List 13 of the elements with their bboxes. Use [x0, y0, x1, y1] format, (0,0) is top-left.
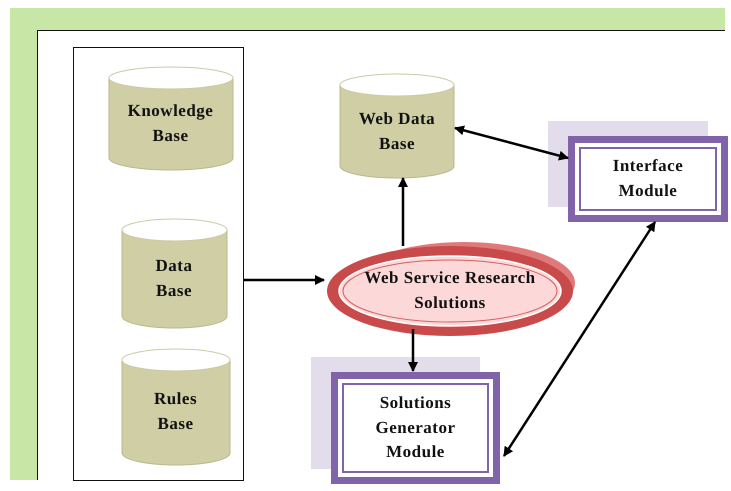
node-label: Data Base — [154, 254, 194, 302]
node-label: Web Data Base — [358, 108, 436, 154]
node-label: Web Service Research Solutions — [363, 267, 537, 314]
arrow — [244, 275, 325, 285]
node-label: Knowledge Base — [126, 100, 214, 146]
node-label: Interface Module — [612, 155, 684, 202]
node-label: Solutions Generator Module — [374, 392, 457, 464]
node-label: Rules Base — [152, 388, 198, 435]
arrow — [502, 221, 656, 457]
group-box — [73, 47, 244, 481]
arrow — [398, 177, 408, 246]
arrow — [454, 125, 569, 161]
arrow — [408, 329, 418, 372]
